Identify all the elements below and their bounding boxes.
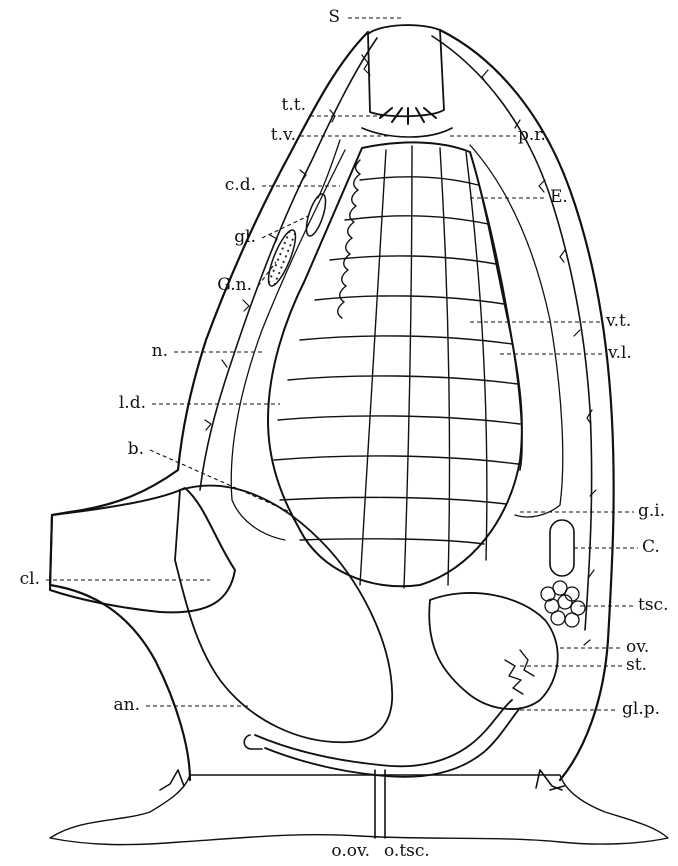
intestine (255, 700, 520, 777)
atrial-cavity (231, 150, 345, 540)
testis (541, 581, 585, 627)
branchial-lattice (274, 146, 520, 588)
label-tv: t.v. (271, 125, 296, 145)
velum (362, 128, 452, 137)
label-oov: o.ov. (331, 841, 370, 861)
ciliated-duct (318, 140, 340, 198)
label-ov: ov. (626, 637, 649, 657)
atrial-siphon (50, 488, 235, 612)
label-vt: v.t. (605, 311, 631, 331)
cloacal-tube (175, 486, 392, 743)
label-an: an. (114, 695, 141, 715)
label-cl: cl. (20, 569, 40, 589)
label-b: b. (128, 439, 144, 459)
label-st: st. (626, 655, 647, 675)
label-pr: p.r. (518, 125, 546, 145)
outer-body-wall (50, 32, 368, 780)
label-C: C. (642, 537, 660, 557)
label-otsc: o.tsc. (384, 841, 430, 861)
label-gi: g.i. (638, 501, 665, 521)
label-tt: t.t. (282, 95, 306, 115)
detached-cell-C (550, 520, 574, 576)
leader-lines (46, 18, 638, 710)
label-Gn: G.n. (217, 275, 252, 295)
label-glp: gl.p. (622, 699, 660, 719)
siphon-tube (368, 25, 444, 116)
label-ld: l.d. (119, 393, 146, 413)
label-n: n. (152, 341, 168, 361)
dorsal-languets (338, 160, 360, 318)
ovary (505, 650, 534, 694)
label-gl: gl. (234, 227, 256, 247)
label-tsc: tsc. (638, 595, 668, 615)
label-cd: c.d. (225, 175, 256, 195)
base-foot (50, 775, 668, 845)
endostyle (470, 152, 522, 470)
label-vl: v.l. (607, 343, 632, 363)
label-E: E. (550, 187, 568, 207)
label-s: S (328, 7, 340, 27)
stomach (429, 593, 558, 709)
